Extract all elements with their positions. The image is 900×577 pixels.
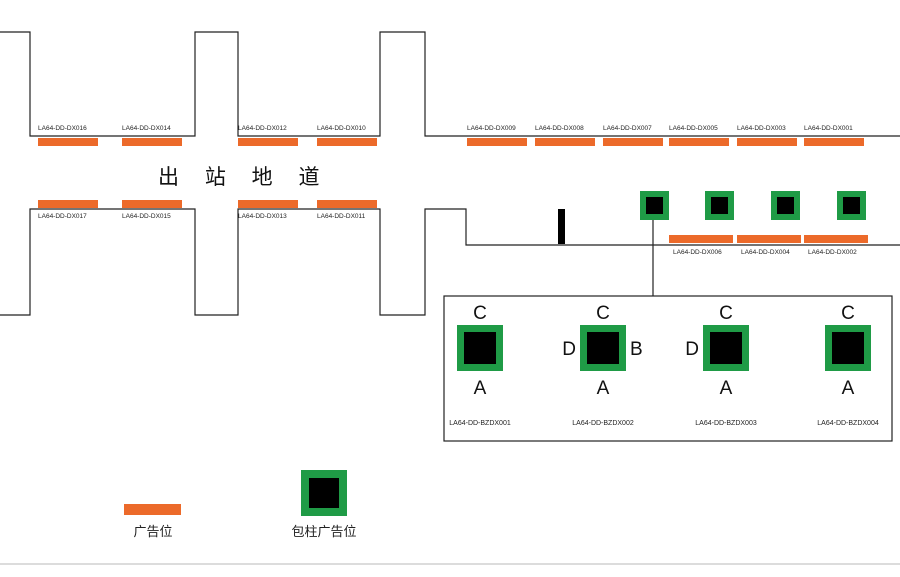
pillar-core bbox=[587, 332, 619, 364]
ad-bar bbox=[804, 235, 868, 243]
ad-label: LA64-DD-DX015 bbox=[122, 213, 171, 220]
ad-bar bbox=[603, 138, 663, 146]
ad-label: LA64-DD-DX007 bbox=[603, 125, 652, 132]
pillar-core bbox=[464, 332, 496, 364]
ad-bar bbox=[737, 235, 801, 243]
ad-bar bbox=[804, 138, 864, 146]
legend-pillar-core bbox=[309, 478, 339, 508]
corridor-pillars bbox=[640, 191, 866, 220]
ad-label: LA64-DD-DX016 bbox=[38, 125, 87, 132]
face-label-left: D bbox=[562, 339, 576, 360]
ad-bar bbox=[669, 235, 733, 243]
ad-bar bbox=[317, 138, 377, 146]
ad-bar bbox=[38, 138, 98, 146]
pillar-id-label: LA64-DD-BZDX004 bbox=[817, 420, 879, 427]
ad-label: LA64-DD-DX011 bbox=[317, 213, 366, 220]
lower-wall bbox=[0, 208, 900, 316]
ad-label: LA64-DD-DX002 bbox=[808, 249, 857, 256]
ad-label: LA64-DD-DX010 bbox=[317, 125, 366, 132]
ad-bar bbox=[122, 138, 182, 146]
ad-bar bbox=[38, 200, 98, 208]
bottom-left-ad-row: LA64-DD-DX017 LA64-DD-DX015 LA64-DD-DX013 L… bbox=[38, 200, 377, 220]
ad-bar bbox=[737, 138, 797, 146]
corridor-pillar-core bbox=[843, 197, 860, 214]
ad-label: LA64-DD-DX004 bbox=[741, 249, 790, 256]
ad-label: LA64-DD-DX013 bbox=[238, 213, 287, 220]
ad-bar bbox=[669, 138, 729, 146]
ad-bar bbox=[238, 138, 298, 146]
ad-label: LA64-DD-DX008 bbox=[535, 125, 584, 132]
barrier-post bbox=[558, 209, 565, 244]
corridor-title: 出 站 地 道 bbox=[158, 166, 330, 189]
corridor-pillar-core bbox=[777, 197, 794, 214]
legend-pillar-label: 包柱广告位 bbox=[291, 524, 356, 539]
ad-bar bbox=[317, 200, 377, 208]
ad-label: LA64-DD-DX017 bbox=[38, 213, 87, 220]
ad-bar bbox=[535, 138, 595, 146]
face-label-right: B bbox=[630, 339, 643, 360]
face-label-bottom: A bbox=[842, 378, 855, 399]
face-label-top: C bbox=[719, 303, 733, 324]
pillar-id-label: LA64-DD-BZDX002 bbox=[572, 420, 634, 427]
face-label-left: D bbox=[685, 339, 699, 360]
legend-ad-label: 广告位 bbox=[133, 524, 172, 539]
face-label-bottom: A bbox=[720, 378, 733, 399]
top-ad-row: LA64-DD-DX016 LA64-DD-DX014 LA64-DD-DX012 L… bbox=[38, 125, 864, 146]
face-label-top: C bbox=[473, 303, 487, 324]
corridor-walls bbox=[0, 31, 900, 442]
ad-label: LA64-DD-DX001 bbox=[804, 125, 853, 132]
legend-ad-swatch bbox=[124, 504, 181, 515]
upper-wall bbox=[0, 31, 900, 137]
bottom-right-ad-row: LA64-DD-DX006 LA64-DD-DX004 LA64-DD-DX002 bbox=[669, 235, 868, 256]
face-label-bottom: A bbox=[597, 378, 610, 399]
legend: 广告位 包柱广告位 bbox=[124, 470, 357, 539]
detail-box bbox=[443, 295, 893, 442]
pillar-core bbox=[710, 332, 742, 364]
pillar-id-label: LA64-DD-BZDX003 bbox=[695, 420, 757, 427]
ad-bar bbox=[467, 138, 527, 146]
ad-bar bbox=[238, 200, 298, 208]
corridor-pillar-core bbox=[711, 197, 728, 214]
ad-label: LA64-DD-DX005 bbox=[669, 125, 718, 132]
corridor-pillar-core bbox=[646, 197, 663, 214]
pillar-core bbox=[832, 332, 864, 364]
ad-label: LA64-DD-DX003 bbox=[737, 125, 786, 132]
face-label-top: C bbox=[841, 303, 855, 324]
face-label-bottom: A bbox=[474, 378, 487, 399]
pillar-id-label: LA64-DD-BZDX001 bbox=[449, 420, 511, 427]
ad-bar bbox=[122, 200, 182, 208]
ad-label: LA64-DD-DX009 bbox=[467, 125, 516, 132]
ad-label: LA64-DD-DX006 bbox=[673, 249, 722, 256]
ad-label: LA64-DD-DX012 bbox=[238, 125, 287, 132]
ad-label: LA64-DD-DX014 bbox=[122, 125, 171, 132]
face-label-top: C bbox=[596, 303, 610, 324]
